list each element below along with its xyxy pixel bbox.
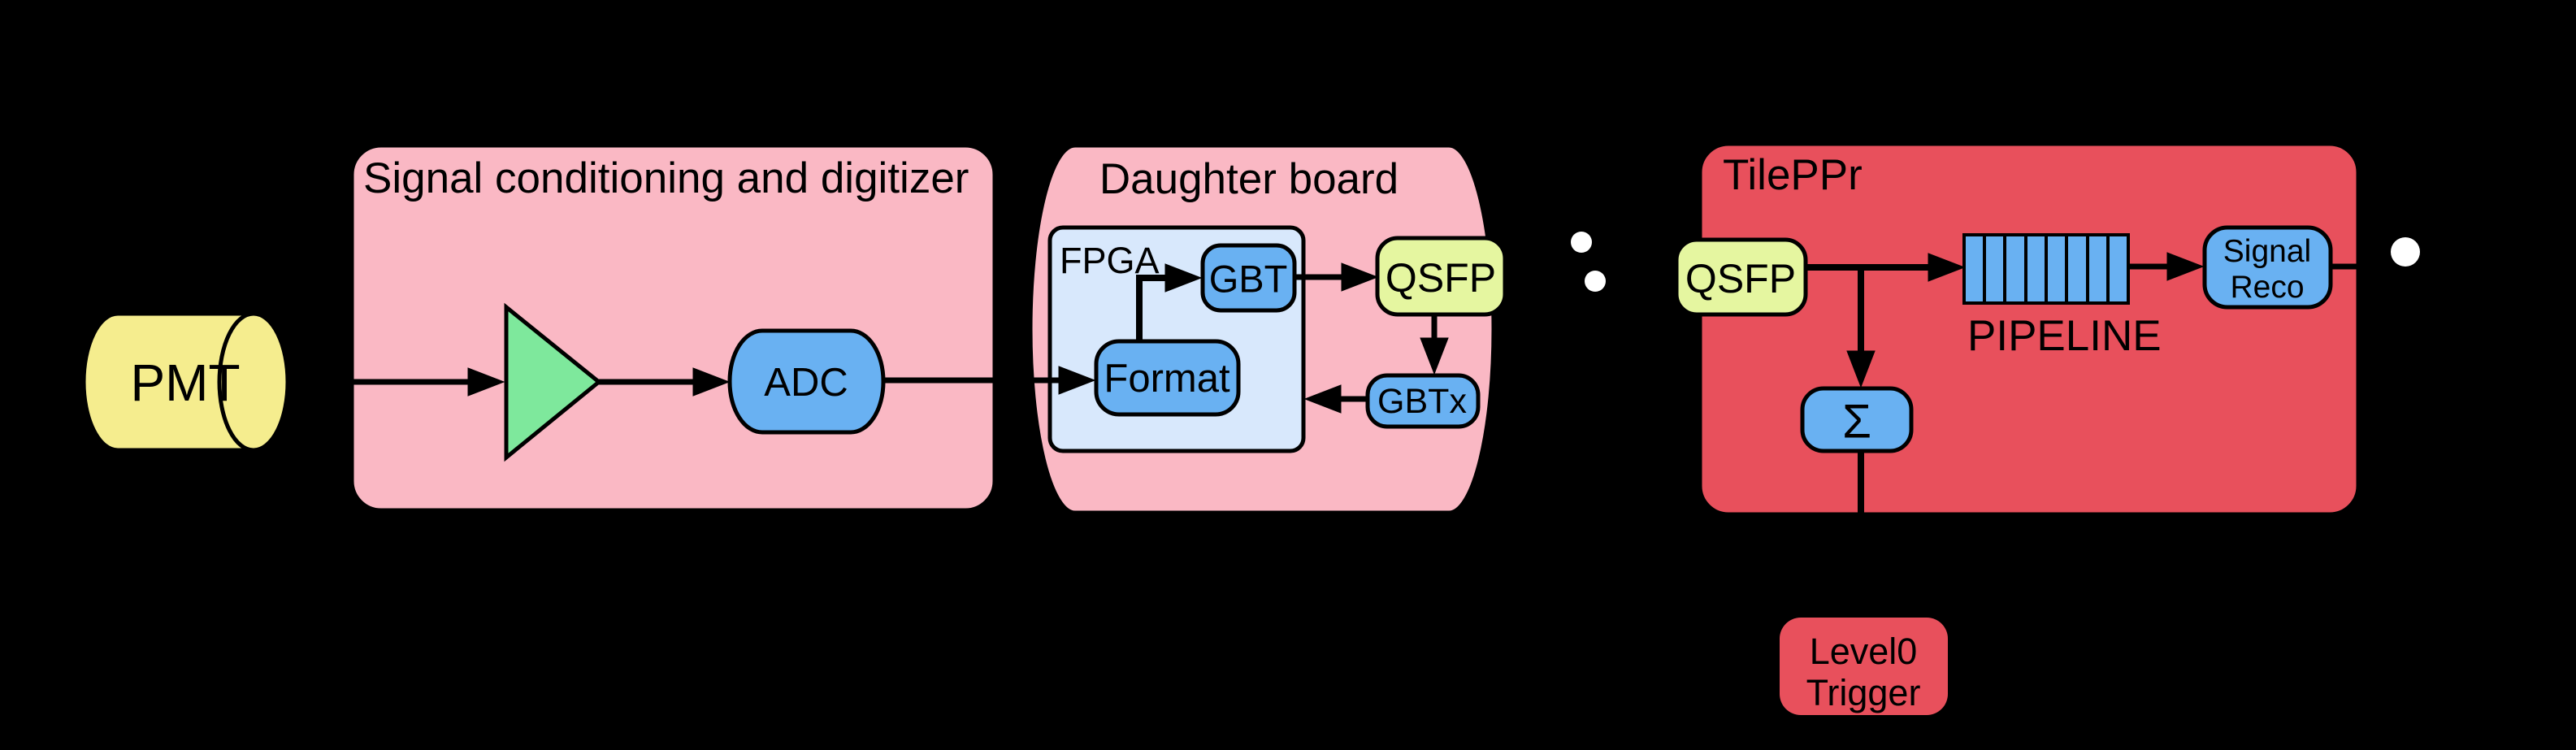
pipeline-label: PIPELINE xyxy=(1967,312,2162,360)
signal-conditioning-board: Signal conditioning and digitizer xyxy=(349,143,997,513)
signal-conditioning-title: Signal conditioning and digitizer xyxy=(363,154,969,202)
sum-label: Σ xyxy=(1842,396,1871,449)
adc-label: ADC xyxy=(764,361,848,405)
signal-reco-label-line2: Reco xyxy=(2230,270,2304,305)
signal-reco-box xyxy=(2202,225,2333,310)
arrow-qsfp-to-gbtx xyxy=(1420,314,1449,375)
level0-trigger-box xyxy=(1780,618,1948,715)
format-box xyxy=(1094,339,1241,417)
daughter-board-title: Daughter board xyxy=(1099,155,1399,203)
qsfp-tileppr-box xyxy=(1674,237,1808,317)
qsfp-tileppr-node: QSFP xyxy=(1674,237,1808,317)
pipeline-node: PIPELINE xyxy=(1962,233,2162,360)
arrow-branch-to-sum xyxy=(1846,267,1876,388)
arrow-format-to-gbt xyxy=(1136,263,1203,342)
arrow-adc-to-format xyxy=(883,366,1096,395)
tileppr-title: TilePPr xyxy=(1723,151,1863,199)
arrow-qsfp-to-pipeline xyxy=(1806,253,1966,282)
level0-trigger-node: Level0 Trigger xyxy=(1780,618,1948,715)
arrow-pmt-to-amplifier xyxy=(286,367,505,397)
level0-trigger-label-line2: Trigger xyxy=(1806,672,1921,713)
qsfp-daughter-box xyxy=(1375,236,1507,317)
signal-reco-node: Signal Reco xyxy=(2202,225,2333,310)
pmt-label: PMT xyxy=(130,353,240,412)
daughter-board: Daughter board FPGA xyxy=(1028,143,1496,515)
level0-trigger-label-line1: Level0 xyxy=(1810,631,1918,672)
connections xyxy=(286,252,2393,618)
fiber-ellipsis-dot-bottom xyxy=(1585,271,1606,292)
adc-box xyxy=(727,328,886,435)
arrow-gbt-to-qsfp xyxy=(1295,262,1379,292)
arrow-gbtx-to-fpga xyxy=(1303,384,1368,414)
fiber-ellipsis-dot-top xyxy=(1571,232,1592,253)
gbtx-label: GBTx xyxy=(1377,382,1467,421)
signal-reco-label-line1: Signal xyxy=(2223,234,2311,269)
format-node: Format xyxy=(1094,339,1241,417)
fpga-label: FPGA xyxy=(1060,240,1160,281)
gbt-label: GBT xyxy=(1209,258,1288,301)
adc-node: ADC xyxy=(727,328,886,435)
qsfp-daughter-label: QSFP xyxy=(1386,255,1496,301)
output-dot xyxy=(2391,237,2420,267)
pmt-cylinder-rim xyxy=(217,311,254,453)
format-label: Format xyxy=(1104,357,1230,401)
amplifier-triangle xyxy=(504,302,602,462)
gbt-node: GBT xyxy=(1200,243,1297,313)
gbtx-node: GBTx xyxy=(1365,373,1481,429)
qsfp-daughter-node: QSFP xyxy=(1375,236,1507,317)
gbtx-box xyxy=(1365,373,1481,429)
arrow-amplifier-to-adc xyxy=(599,367,731,397)
arrow-pipeline-to-signal-reco xyxy=(2128,252,2205,281)
sum-node: Σ xyxy=(1800,386,1914,453)
sum-box xyxy=(1800,386,1914,453)
pipeline-cell-dividers xyxy=(1983,235,2110,303)
pmt-node: PMT xyxy=(81,311,290,453)
gbt-box xyxy=(1200,243,1297,313)
qsfp-tileppr-label: QSFP xyxy=(1685,256,1796,301)
